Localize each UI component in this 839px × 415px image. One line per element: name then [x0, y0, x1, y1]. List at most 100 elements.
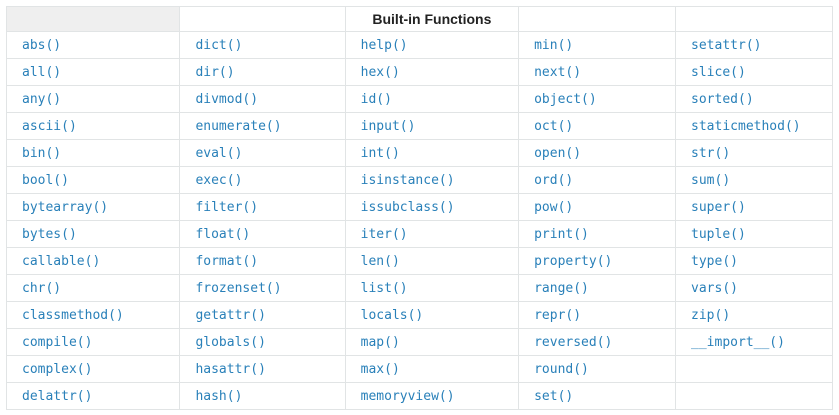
- function-link[interactable]: __import__(): [691, 335, 785, 350]
- builtin-functions-table: Built-in Functions abs() dict() help() min(…: [5, 6, 833, 410]
- function-link[interactable]: id(): [360, 92, 392, 107]
- function-link[interactable]: type(): [691, 254, 738, 269]
- function-link[interactable]: isinstance(): [360, 173, 455, 188]
- table-cell: all(): [5, 58, 181, 86]
- function-link[interactable]: memoryview(): [360, 389, 455, 404]
- function-link[interactable]: next(): [534, 65, 582, 80]
- function-link[interactable]: callable(): [22, 254, 101, 269]
- table-cell: range(): [518, 274, 677, 302]
- function-link[interactable]: globals(): [195, 335, 266, 350]
- table-cell: open(): [518, 139, 677, 167]
- function-link[interactable]: dict(): [195, 38, 243, 53]
- function-link[interactable]: hex(): [360, 65, 400, 80]
- function-link[interactable]: float(): [195, 227, 251, 242]
- table-cell: bytearray(): [5, 193, 181, 221]
- function-link[interactable]: tuple(): [691, 227, 746, 242]
- table-cell: filter(): [179, 193, 346, 221]
- function-link[interactable]: enumerate(): [195, 119, 282, 134]
- table-cell: bin(): [5, 139, 181, 167]
- function-link[interactable]: min(): [534, 38, 574, 53]
- function-link[interactable]: len(): [360, 254, 400, 269]
- function-link[interactable]: range(): [534, 281, 589, 296]
- function-link[interactable]: filter(): [195, 200, 259, 215]
- table-cell: globals(): [179, 328, 346, 356]
- function-link[interactable]: pow(): [534, 200, 574, 215]
- function-link[interactable]: ord(): [534, 173, 574, 188]
- function-link[interactable]: any(): [22, 92, 62, 107]
- table-cell: reversed(): [518, 328, 677, 356]
- function-link[interactable]: bool(): [22, 173, 69, 188]
- function-link[interactable]: ascii(): [22, 119, 77, 134]
- function-link[interactable]: list(): [360, 281, 408, 296]
- function-link[interactable]: abs(): [22, 38, 62, 53]
- function-link[interactable]: compile(): [22, 335, 93, 350]
- function-link[interactable]: all(): [22, 65, 62, 80]
- function-link[interactable]: eval(): [195, 146, 243, 161]
- table-cell: isinstance(): [344, 166, 520, 194]
- table-header: Built-in Functions: [5, 6, 833, 32]
- function-link[interactable]: print(): [534, 227, 589, 242]
- function-link[interactable]: exec(): [195, 173, 243, 188]
- table-row: bytearray() filter() issubclass() pow() supe…: [5, 193, 833, 221]
- function-link[interactable]: getattr(): [195, 308, 266, 323]
- function-link[interactable]: iter(): [360, 227, 408, 242]
- function-link[interactable]: repr(): [534, 308, 582, 323]
- function-link[interactable]: max(): [360, 362, 400, 377]
- table-cell: ascii(): [5, 112, 181, 140]
- function-link[interactable]: bin(): [22, 146, 62, 161]
- table-cell: zip(): [675, 301, 833, 329]
- function-link[interactable]: issubclass(): [360, 200, 455, 215]
- function-link[interactable]: chr(): [22, 281, 62, 296]
- function-link[interactable]: property(): [534, 254, 613, 269]
- function-link[interactable]: bytearray(): [22, 200, 109, 215]
- function-link[interactable]: sum(): [691, 173, 731, 188]
- table-cell: sorted(): [675, 85, 833, 113]
- function-link[interactable]: bytes(): [22, 227, 77, 242]
- table-cell: hasattr(): [179, 355, 346, 383]
- function-link[interactable]: open(): [534, 146, 582, 161]
- table-cell: repr(): [518, 301, 677, 329]
- function-link[interactable]: map(): [360, 335, 400, 350]
- function-link[interactable]: delattr(): [22, 389, 93, 404]
- function-link[interactable]: help(): [360, 38, 408, 53]
- function-link[interactable]: frozenset(): [195, 281, 282, 296]
- function-link[interactable]: int(): [360, 146, 400, 161]
- function-link[interactable]: slice(): [691, 65, 746, 80]
- table-cell: enumerate(): [179, 112, 346, 140]
- table-cell: hash(): [179, 382, 346, 410]
- function-link[interactable]: vars(): [691, 281, 738, 296]
- table-cell: format(): [179, 247, 346, 275]
- function-link[interactable]: format(): [195, 254, 259, 269]
- table-cell: oct(): [518, 112, 677, 140]
- function-link[interactable]: oct(): [534, 119, 574, 134]
- table-cell: help(): [344, 31, 520, 59]
- table-cell: divmod(): [179, 85, 346, 113]
- table-cell: classmethod(): [5, 301, 181, 329]
- function-link[interactable]: classmethod(): [22, 308, 124, 323]
- function-link[interactable]: setattr(): [691, 38, 762, 53]
- function-link[interactable]: sorted(): [691, 92, 754, 107]
- table-cell: __import__(): [675, 328, 833, 356]
- function-link[interactable]: super(): [691, 200, 746, 215]
- function-link[interactable]: locals(): [360, 308, 424, 323]
- function-link[interactable]: round(): [534, 362, 589, 377]
- table-cell: len(): [344, 247, 520, 275]
- function-link[interactable]: complex(): [22, 362, 93, 377]
- table-cell: iter(): [344, 220, 520, 248]
- function-link[interactable]: input(): [360, 119, 416, 134]
- function-link[interactable]: dir(): [195, 65, 235, 80]
- function-link[interactable]: hasattr(): [195, 362, 266, 377]
- table-cell: [675, 382, 833, 410]
- function-link[interactable]: set(): [534, 389, 574, 404]
- table-cell: dir(): [179, 58, 346, 86]
- function-link[interactable]: str(): [691, 146, 731, 161]
- function-link[interactable]: zip(): [691, 308, 731, 323]
- table-cell: max(): [344, 355, 520, 383]
- function-link[interactable]: reversed(): [534, 335, 613, 350]
- table-cell: pow(): [518, 193, 677, 221]
- function-link[interactable]: divmod(): [195, 92, 259, 107]
- function-link[interactable]: hash(): [195, 389, 243, 404]
- function-link[interactable]: object(): [534, 92, 597, 107]
- function-link[interactable]: staticmethod(): [691, 119, 801, 134]
- table-row: compile() globals() map() reversed() __impor…: [5, 328, 833, 356]
